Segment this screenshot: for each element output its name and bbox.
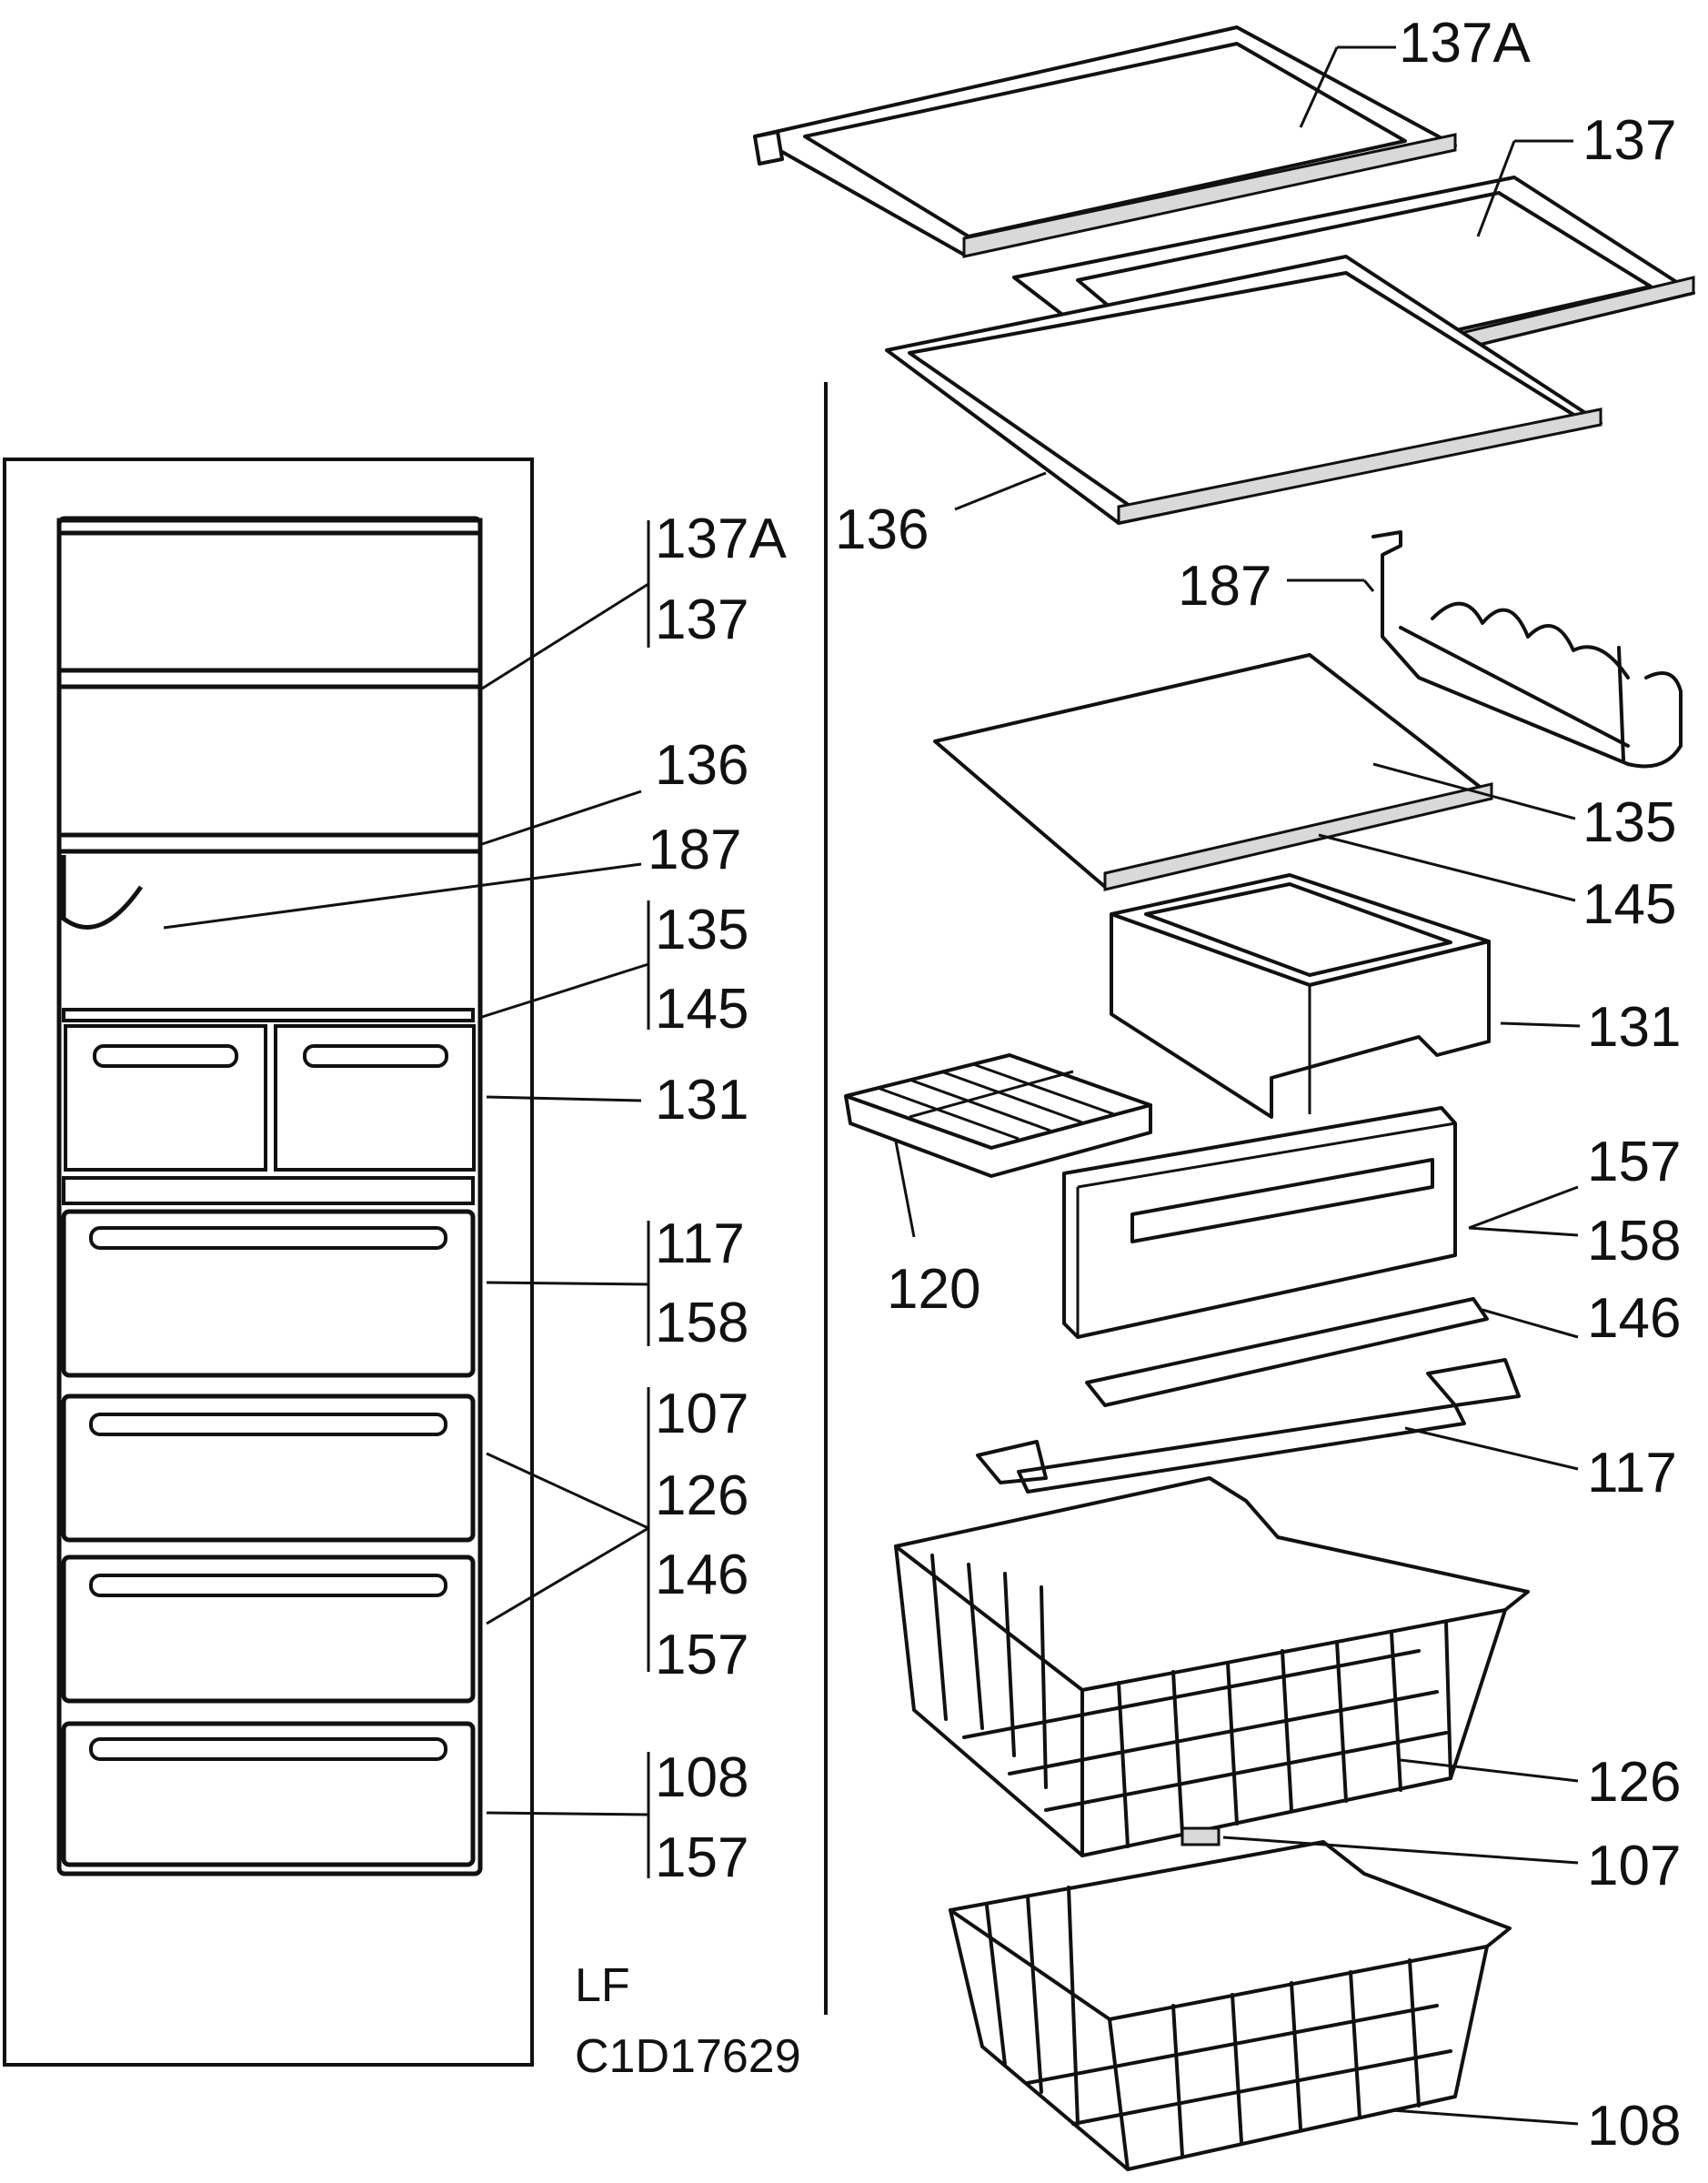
drawer-handle <box>93 1044 238 1068</box>
callout-131-right: 131 <box>1587 996 1681 1059</box>
cabinet-inner-liner <box>56 516 483 1876</box>
divider-overview <box>62 1176 475 1205</box>
drawing-number: C1D17629 <box>575 2030 801 2083</box>
shelf-136-overview <box>56 832 483 854</box>
callout-108-left: 108 <box>655 1746 749 1809</box>
right-leader-lines <box>894 45 1581 2126</box>
drawer-handle <box>89 1413 447 1436</box>
callout-131-left: 131 <box>655 1069 749 1132</box>
callout-135-left: 135 <box>655 899 749 961</box>
callout-146-right: 146 <box>1587 1287 1681 1350</box>
callout-157-left: 157 <box>655 1624 749 1686</box>
drawer-handle <box>89 1226 447 1250</box>
drawer-handle <box>89 1737 447 1761</box>
callout-136-left: 136 <box>655 734 749 797</box>
callout-108-right: 108 <box>1587 2095 1681 2158</box>
drawer-117-158-overview <box>61 1209 476 1378</box>
drawer-handle <box>89 1574 447 1597</box>
callout-157-right: 157 <box>1587 1131 1681 1193</box>
bottle-rack-187-overview <box>61 855 144 930</box>
drawer-handle <box>303 1044 448 1068</box>
part-136-shelf <box>885 255 1603 525</box>
callout-117-right: 117 <box>1587 1442 1677 1504</box>
right-callouts: 137A 137 136 187 135 145 131 120 157 158… <box>835 12 1681 2158</box>
left-leader-lines <box>163 520 650 1878</box>
callout-137a-left: 137A <box>655 508 787 570</box>
part-187-bottle-rack <box>1371 530 1683 769</box>
callout-117-left: 117 <box>655 1212 745 1275</box>
callout-126-left: 126 <box>655 1464 749 1527</box>
callout-135-right: 135 <box>1582 791 1676 854</box>
left-callouts: 137A 137 136 187 135 145 131 117 158 107… <box>648 508 787 1889</box>
slide-107 <box>1181 1826 1221 1846</box>
callout-126-right: 126 <box>1587 1751 1681 1814</box>
cabinet-overview <box>3 458 534 2067</box>
basket-drawer-middle-overview <box>61 1554 476 1704</box>
part-146-rail <box>1085 1297 1489 1407</box>
drawer-131-left-overview <box>64 1024 267 1172</box>
callout-145-left: 145 <box>655 978 749 1041</box>
part-117-runner <box>976 1358 1521 1494</box>
callout-187-right: 187 <box>1178 555 1271 618</box>
callout-136-right: 136 <box>835 498 929 561</box>
callout-137a-right: 137A <box>1399 12 1531 75</box>
callout-157-lower-left: 157 <box>655 1826 749 1889</box>
part-126-wire-basket <box>894 1476 1530 1857</box>
callout-187-left: 187 <box>648 819 741 881</box>
callout-137-left: 137 <box>655 589 749 651</box>
part-157-158-drawer-front <box>1062 1106 1457 1339</box>
view-code: LF <box>575 1959 630 2012</box>
callout-145-right: 145 <box>1582 873 1676 936</box>
part-131-drawer-box <box>1110 873 1491 1119</box>
drawer-131-right-overview <box>274 1024 476 1172</box>
part-137a-shelf <box>753 25 1457 258</box>
cabinet-outline <box>3 458 534 2067</box>
callout-107-right: 107 <box>1587 1835 1681 1897</box>
part-108-wire-basket <box>949 1840 1512 2171</box>
shelf-137-overview <box>56 668 483 689</box>
callout-120-right: 120 <box>887 1258 980 1321</box>
callout-107-left: 107 <box>655 1383 749 1445</box>
basket-drawer-upper-overview <box>61 1393 476 1543</box>
callout-158-right: 158 <box>1587 1210 1681 1273</box>
part-120-ice-tray <box>844 1053 1152 1178</box>
callout-158-left: 158 <box>655 1292 749 1354</box>
callout-137-right: 137 <box>1582 109 1676 172</box>
shelf-137a-overview <box>56 518 483 536</box>
callout-146-left: 146 <box>655 1544 749 1606</box>
basket-drawer-lower-overview <box>61 1721 476 1867</box>
shelf-135-overview <box>62 1008 475 1022</box>
